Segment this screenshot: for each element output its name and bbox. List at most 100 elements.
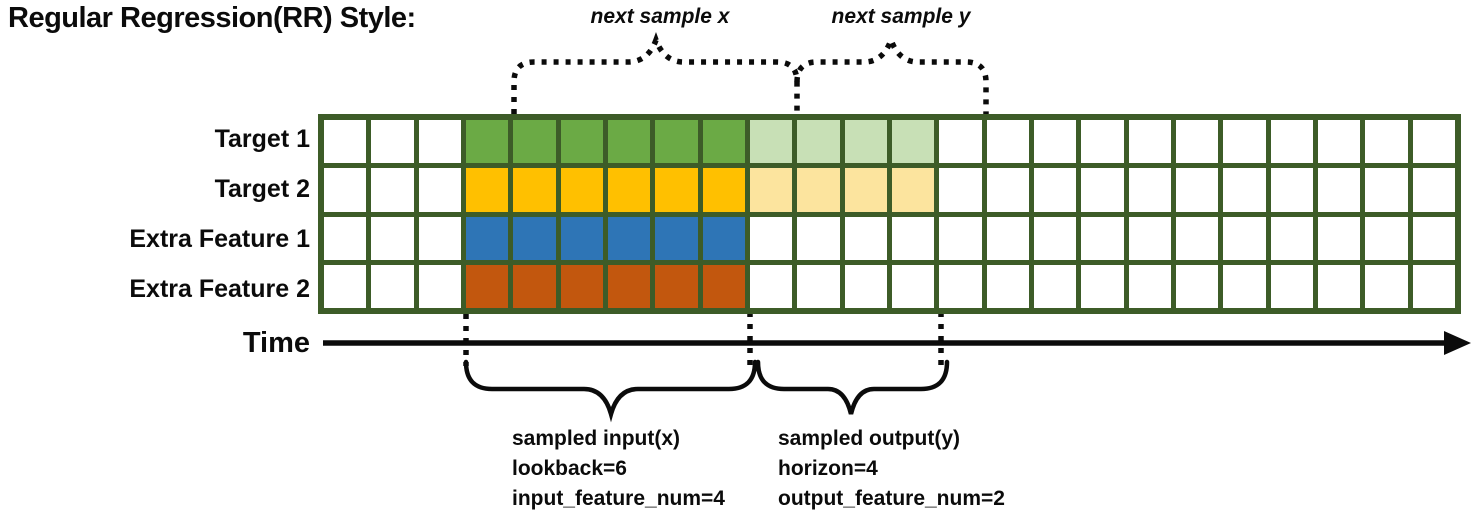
grid-cell	[655, 216, 698, 260]
grid-cell	[655, 168, 698, 212]
grid-cell	[1317, 216, 1361, 260]
grid-cell	[655, 120, 698, 164]
grid-cell	[1365, 216, 1408, 260]
grid-cell	[702, 120, 745, 164]
next-sample-y-dotted-brace	[794, 31, 989, 114]
grid-cell	[1081, 264, 1124, 308]
grid-cell	[1270, 168, 1313, 212]
grid-cell	[986, 264, 1029, 308]
grid-cell	[607, 264, 651, 308]
grid-cell	[702, 168, 745, 212]
grid-cell	[749, 120, 793, 164]
grid-cell	[891, 168, 935, 212]
row-label-extra-feature-1: Extra Feature 1	[129, 224, 310, 253]
grid-cell	[324, 168, 367, 212]
grid-cell	[797, 264, 840, 308]
grid-cell	[1317, 120, 1361, 164]
next-sample-y-label: next sample y	[831, 5, 971, 28]
sampled-input-annotation: sampled input(x) lookback=6 input_featur…	[512, 424, 725, 514]
grid-cell	[986, 120, 1029, 164]
grid-cell	[513, 168, 556, 212]
grid-cell	[465, 264, 509, 308]
grid-cell	[1081, 168, 1124, 212]
grid-cell	[1175, 120, 1219, 164]
time-axis-label: Time	[242, 327, 310, 359]
grid-cell	[939, 216, 982, 260]
grid-cell	[891, 264, 935, 308]
grid-cell	[418, 264, 461, 308]
grid-cell	[1033, 264, 1077, 308]
grid-cell	[1412, 216, 1455, 260]
grid-cell	[749, 168, 793, 212]
grid-cell	[797, 168, 840, 212]
grid-cell	[1033, 216, 1077, 260]
grid-cell	[702, 216, 745, 260]
sampled-output-annotation: sampled output(y) horizon=4 output_featu…	[778, 424, 1005, 514]
grid-cell	[1223, 216, 1266, 260]
next-sample-x-label: next sample x	[590, 5, 730, 28]
sampled-output-brace	[755, 359, 950, 415]
grid-cell	[1412, 168, 1455, 212]
grid-cell	[986, 216, 1029, 260]
grid-cell	[797, 120, 840, 164]
sampled-output-title: sampled output(y)	[778, 427, 960, 450]
grid-cell	[939, 168, 982, 212]
row-labels: Target 1 Target 2 Extra Feature 1 Extra …	[0, 114, 310, 314]
grid-cell	[939, 120, 982, 164]
sampled-input-title: sampled input(x)	[512, 427, 681, 450]
grid-cell	[1128, 264, 1171, 308]
row-label-target-2: Target 2	[214, 174, 310, 203]
diagram-title: Regular Regression(RR) Style:	[8, 2, 416, 34]
grid-cell	[702, 264, 745, 308]
grid-cell	[465, 120, 509, 164]
grid-cell	[324, 264, 367, 308]
grid-cell	[513, 264, 556, 308]
grid-cell	[560, 216, 603, 260]
grid-cell	[1317, 168, 1361, 212]
grid-cell	[607, 216, 651, 260]
grid-cell	[1223, 168, 1266, 212]
grid-cell	[560, 264, 603, 308]
grid-cell	[371, 264, 414, 308]
grid-cell	[1317, 264, 1361, 308]
row-label-target-1: Target 1	[214, 124, 310, 153]
grid-cell	[1128, 120, 1171, 164]
grid-cell	[324, 216, 367, 260]
grid-cell	[939, 264, 982, 308]
grid-cell	[1270, 120, 1313, 164]
grid-cell	[1223, 264, 1266, 308]
grid-cell	[1128, 168, 1171, 212]
row-label-extra-feature-2: Extra Feature 2	[129, 274, 310, 303]
time-series-grid	[318, 114, 1461, 314]
grid-cell	[749, 216, 793, 260]
grid-cell	[513, 120, 556, 164]
grid-cell	[1270, 216, 1313, 260]
grid-cell	[1412, 264, 1455, 308]
lookback-value: lookback=6	[512, 457, 627, 480]
horizon-value: horizon=4	[778, 457, 878, 480]
grid-cell	[844, 264, 887, 308]
grid-cell	[418, 216, 461, 260]
grid-cell	[1175, 264, 1219, 308]
grid-cell	[418, 120, 461, 164]
grid-cell	[607, 168, 651, 212]
grid-cell	[1365, 264, 1408, 308]
grid-cell	[371, 168, 414, 212]
time-axis-arrowhead	[1444, 331, 1471, 355]
grid-cell	[1365, 120, 1408, 164]
grid-cell	[1175, 216, 1219, 260]
grid-cell	[513, 216, 556, 260]
grid-cell	[1175, 168, 1219, 212]
sampled-input-brace	[463, 359, 758, 423]
grid-cell	[1412, 120, 1455, 164]
grid-cell	[891, 216, 935, 260]
grid-cell	[1081, 120, 1124, 164]
grid-cell	[560, 168, 603, 212]
grid-cell	[844, 216, 887, 260]
grid-cell	[371, 216, 414, 260]
grid-cell	[1128, 216, 1171, 260]
grid-cell	[465, 216, 509, 260]
grid-cell	[749, 264, 793, 308]
grid-cell	[1033, 120, 1077, 164]
